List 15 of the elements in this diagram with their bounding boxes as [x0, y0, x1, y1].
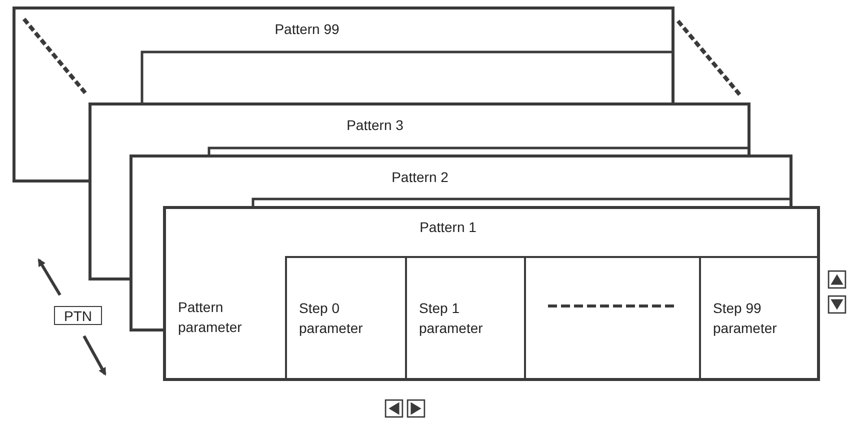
parameter-label: Step 1 parameter — [419, 299, 484, 338]
parameter-cell — [405, 256, 524, 378]
parameter-cell — [524, 256, 699, 378]
pattern-title: Pattern 2 — [392, 168, 448, 187]
pattern-title: Pattern 1 — [420, 218, 476, 237]
pattern-title: Pattern 99 — [274, 20, 340, 39]
pattern-title: Pattern 3 — [346, 116, 404, 135]
parameter-cell — [285, 256, 405, 378]
parameter-label: Step 0 parameter — [299, 299, 364, 338]
key-label-box — [54, 306, 102, 325]
parameter-label: Pattern parameter — [178, 298, 243, 337]
pattern-card — [163, 206, 820, 381]
parameter-label: Step 99 parameter — [713, 299, 778, 338]
parameter-cell — [699, 256, 817, 378]
key-label: PTN — [64, 306, 92, 326]
